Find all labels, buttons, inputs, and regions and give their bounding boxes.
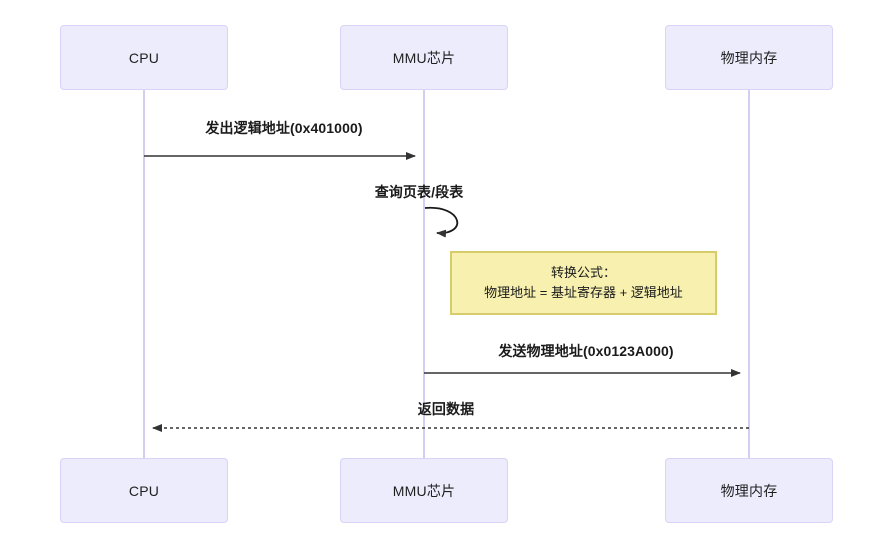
message-label-m3: 发送物理地址(0x0123A000): [498, 343, 674, 359]
lifeline-mem: [748, 90, 750, 460]
participant-box-mem-bottom[interactable]: 物理内存: [665, 458, 833, 523]
message-label-m4: 返回数据: [417, 401, 475, 417]
participant-box-cpu-bottom[interactable]: CPU: [60, 458, 228, 523]
participant-label-mem-bottom: 物理内存: [720, 482, 778, 499]
participant-label-cpu-top: CPU: [128, 49, 160, 66]
lifeline-mmu: [423, 90, 425, 460]
participant-box-mmu-top[interactable]: MMU芯片: [340, 25, 508, 90]
participant-label-cpu-bottom: CPU: [128, 482, 160, 499]
participant-label-mem-top: 物理内存: [720, 49, 778, 66]
participant-box-mem-top[interactable]: 物理内存: [665, 25, 833, 90]
participant-label-mmu-bottom: MMU芯片: [392, 482, 456, 499]
participant-box-mmu-bottom[interactable]: MMU芯片: [340, 458, 508, 523]
note-line-formula: 物理地址 = 基址寄存器 + 逻辑地址: [484, 285, 683, 300]
message-label-m2: 查询页表/段表: [374, 184, 464, 200]
message-label-m1: 发出逻辑地址(0x401000): [205, 120, 363, 136]
participant-box-cpu-top[interactable]: CPU: [60, 25, 228, 90]
note-conversion-formula: 转换公式： 物理地址 = 基址寄存器 + 逻辑地址: [450, 251, 717, 315]
note-line-title: 转换公式：: [550, 265, 616, 280]
participant-label-mmu-top: MMU芯片: [392, 49, 456, 66]
message-arrow-m2-self-loop: [424, 207, 459, 238]
lifeline-cpu: [143, 90, 145, 460]
